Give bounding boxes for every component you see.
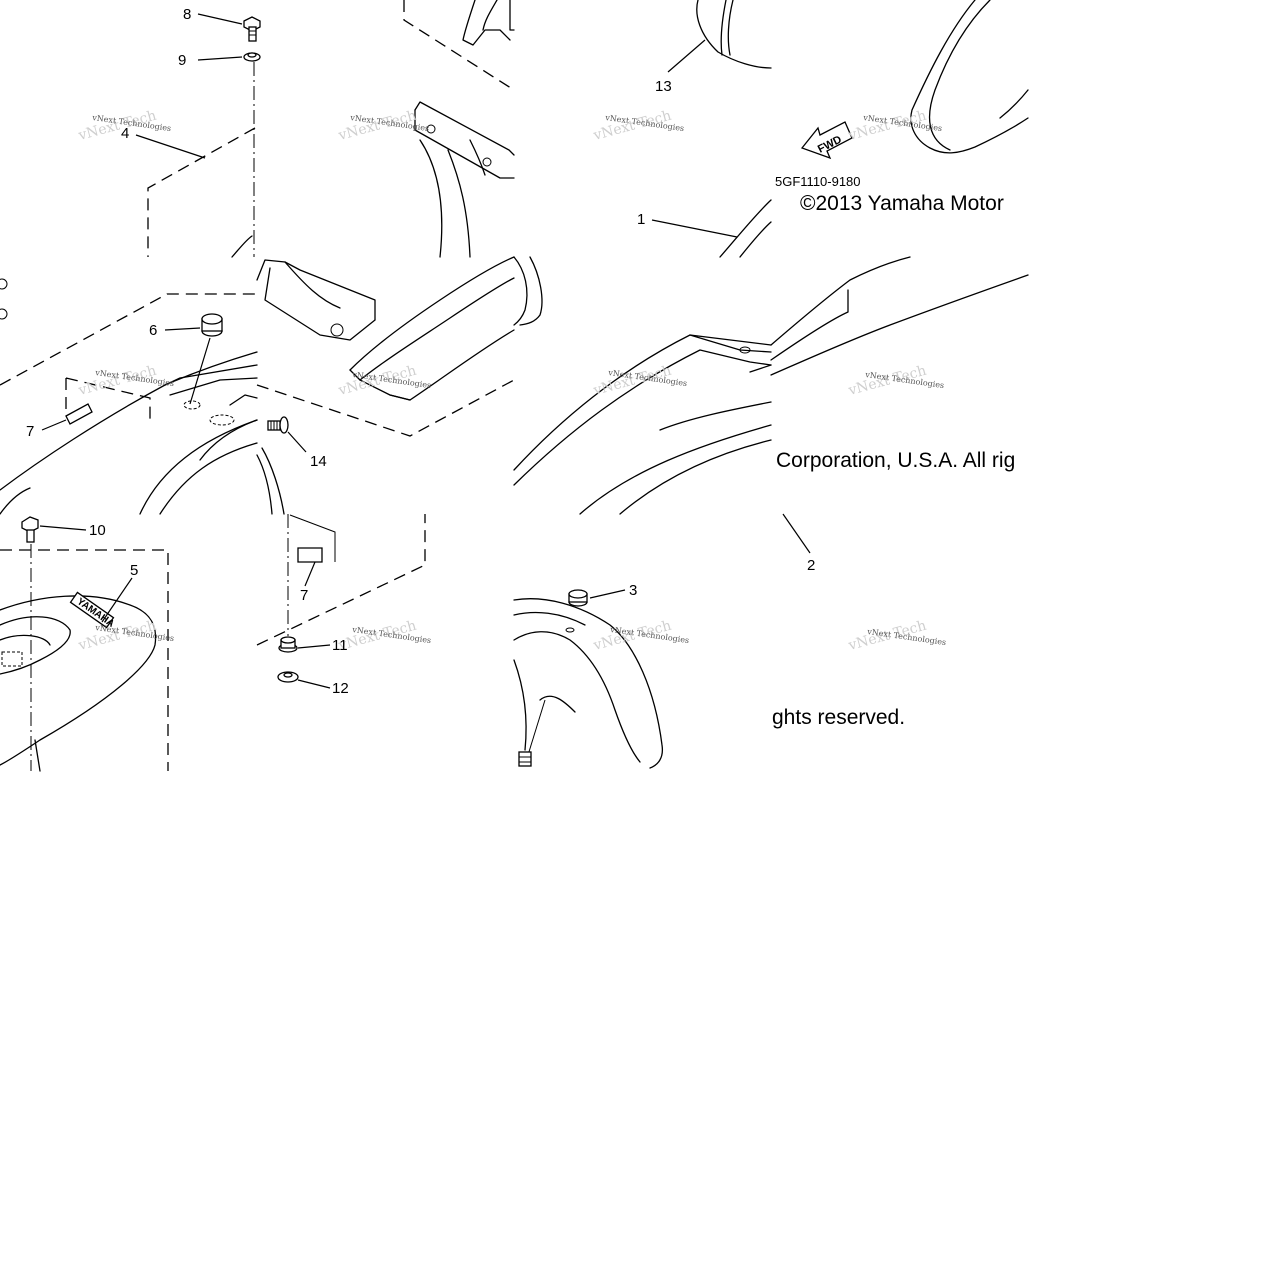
damper-7-icon bbox=[65, 403, 93, 425]
bolt-fender-icon bbox=[518, 751, 532, 767]
bolt-10-icon bbox=[21, 516, 39, 543]
tile-bottom-right-center bbox=[513, 589, 664, 769]
callout-8: 8 bbox=[183, 6, 191, 23]
tile-mid-right bbox=[770, 256, 1029, 376]
callout-12: 12 bbox=[332, 680, 349, 697]
callout-10: 10 bbox=[89, 522, 106, 539]
tile-top-center bbox=[403, 0, 515, 258]
copyright-line-2: Corporation, U.S.A. All rig bbox=[776, 449, 1015, 472]
bolt-14-icon bbox=[267, 416, 289, 434]
callouts: 8 9 4 13 1 6 7 14 10 5 7 11 12 3 2 bbox=[26, 6, 815, 697]
tile-bottom-center bbox=[256, 514, 426, 689]
tile-mid-center bbox=[256, 256, 515, 515]
tile-top-right: FWD bbox=[800, 0, 1029, 160]
tile-mid-left bbox=[0, 278, 258, 515]
callout-1: 1 bbox=[637, 211, 645, 228]
callout-3: 3 bbox=[629, 582, 637, 599]
tile-mid-right-center bbox=[513, 256, 772, 515]
callout-6: 6 bbox=[149, 322, 157, 339]
callout-7a: 7 bbox=[26, 423, 34, 440]
damper-7b-icon bbox=[297, 547, 323, 563]
callout-5: 5 bbox=[130, 562, 138, 579]
copyright-line-3: ghts reserved. bbox=[772, 706, 905, 729]
watermarks: vNext Tech vNext Tech vNext Tech vNext T… bbox=[76, 108, 928, 654]
nut-11-icon bbox=[278, 636, 298, 653]
washer-9-icon bbox=[243, 52, 261, 62]
callout-14: 14 bbox=[310, 453, 327, 470]
callout-2: 2 bbox=[807, 557, 815, 574]
tile-top-left bbox=[135, 13, 261, 258]
callout-13: 13 bbox=[655, 78, 672, 95]
copyright-line-1: ©2013 Yamaha Motor bbox=[800, 192, 1004, 215]
tile-top-right-center bbox=[651, 0, 772, 258]
part-code: 5GF1110-9180 bbox=[775, 174, 861, 189]
washer-12-icon bbox=[277, 671, 299, 683]
callout-7b: 7 bbox=[300, 587, 308, 604]
callout-4: 4 bbox=[121, 125, 129, 142]
tile-bottom-right bbox=[782, 513, 811, 554]
grommet-6-icon bbox=[201, 313, 223, 337]
grommet-3-icon bbox=[568, 589, 588, 607]
bolt-8-icon bbox=[243, 16, 261, 42]
callout-9: 9 bbox=[178, 52, 186, 69]
callout-11: 11 bbox=[332, 637, 348, 654]
fwd-arrow-icon: FWD bbox=[800, 121, 853, 160]
